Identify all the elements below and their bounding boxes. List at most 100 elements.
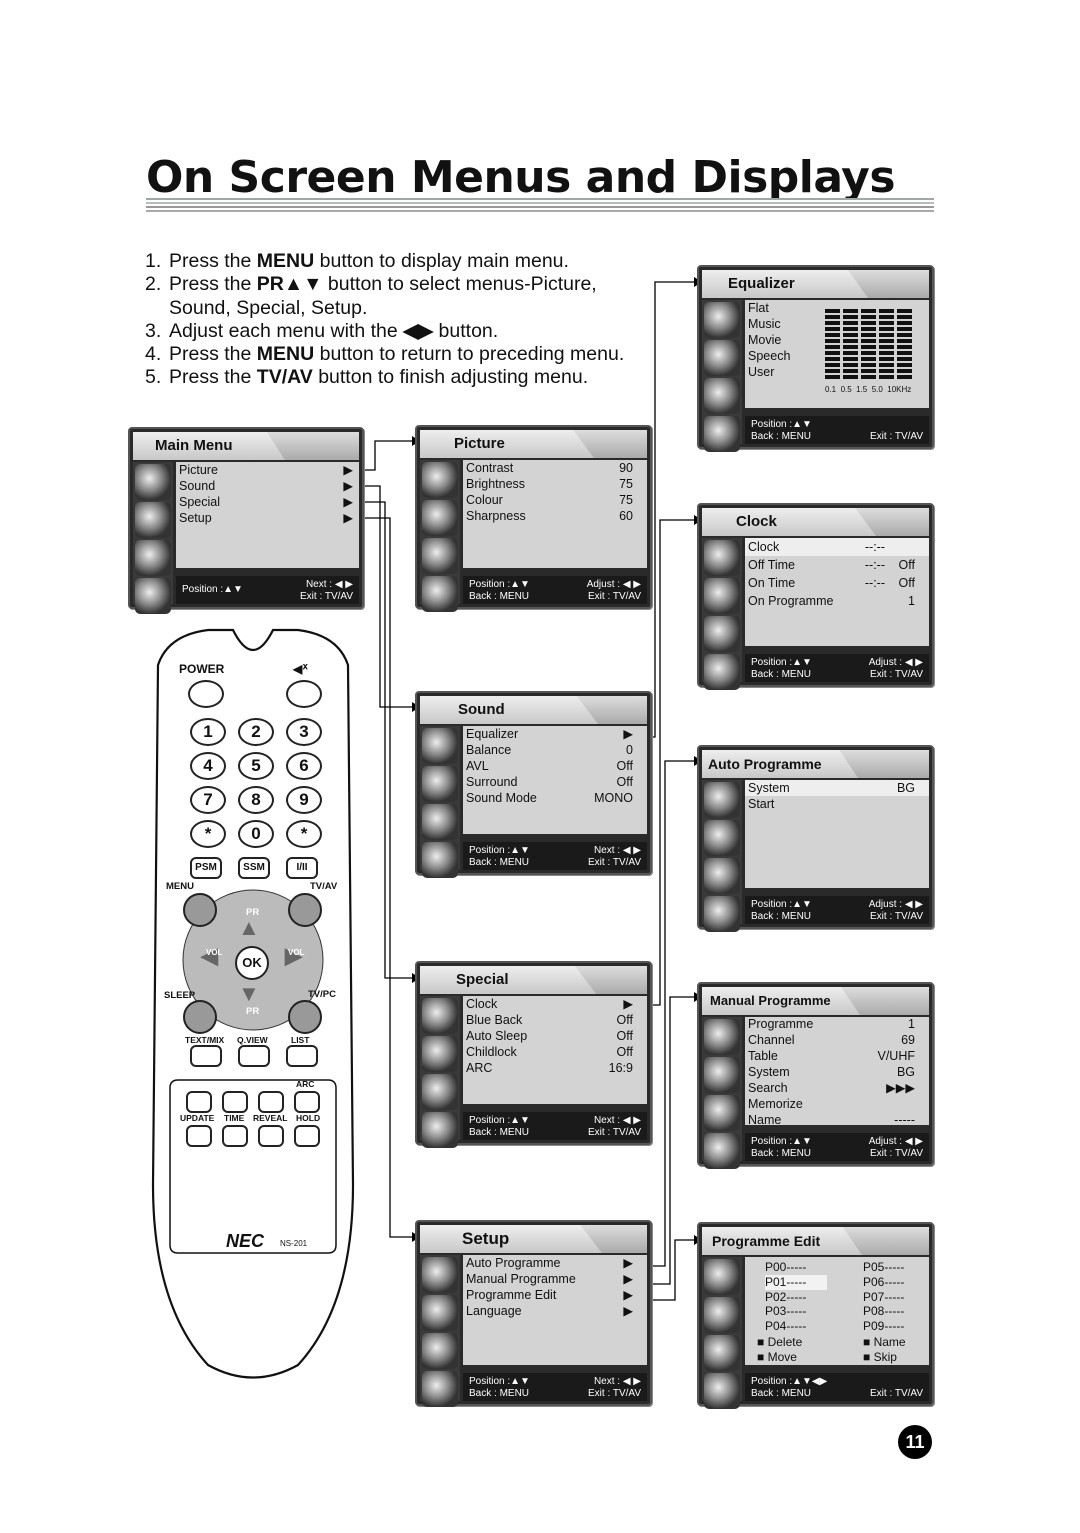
digit-button[interactable]: * — [190, 820, 226, 848]
menu-item[interactable]: Search▶▶▶ — [748, 1081, 915, 1095]
special-icon — [704, 1095, 740, 1131]
vol-up-button[interactable]: ▶ — [285, 943, 302, 968]
digit-button[interactable]: 3 — [286, 718, 322, 746]
digit-button[interactable]: 4 — [190, 752, 226, 780]
tvpc-button[interactable] — [288, 1000, 322, 1034]
menu-item[interactable]: Language▶ — [466, 1304, 633, 1318]
digit-button[interactable]: 1 — [190, 718, 226, 746]
vol-down-button[interactable]: ◀ — [201, 943, 218, 968]
digit-button[interactable]: 6 — [286, 752, 322, 780]
menu-item-picture[interactable]: Picture▶ — [179, 463, 353, 477]
programme-slot[interactable]: ■ Skip — [863, 1349, 897, 1364]
menu-button[interactable] — [183, 893, 217, 927]
hold-button[interactable] — [294, 1125, 320, 1147]
sound-mode-button[interactable]: I/II — [286, 857, 318, 879]
digit-button[interactable]: * — [286, 820, 322, 848]
menu-icons — [133, 462, 173, 614]
green-button[interactable] — [222, 1091, 248, 1113]
list-button[interactable] — [286, 1045, 318, 1067]
sleep-button[interactable] — [183, 1000, 217, 1034]
menu-item[interactable]: Programme Edit▶ — [466, 1288, 633, 1302]
eq-preset-item[interactable]: Speech — [748, 349, 791, 363]
eq-bar-segment — [825, 351, 840, 355]
pr-up-button[interactable]: ▲ — [238, 915, 260, 940]
update-button[interactable] — [186, 1125, 212, 1147]
tvav-button[interactable] — [288, 893, 322, 927]
menu-item[interactable]: Name----- — [748, 1113, 915, 1127]
eq-preset-item[interactable]: User — [748, 365, 775, 379]
programme-slot[interactable]: P09----- — [863, 1319, 905, 1334]
ssm-button[interactable]: SSM — [238, 857, 270, 879]
menu-item[interactable]: Clock▶ — [466, 997, 633, 1011]
mute-button[interactable] — [286, 680, 322, 708]
programme-slot[interactable]: P02----- — [765, 1289, 807, 1304]
menu-item-sound[interactable]: Sound▶ — [179, 479, 353, 493]
yellow-button[interactable] — [258, 1091, 284, 1113]
setup-icon — [422, 1112, 458, 1148]
programme-slot[interactable]: P04----- — [765, 1319, 807, 1334]
programme-slot[interactable]: ■ Move — [757, 1349, 797, 1364]
menu-item-special[interactable]: Special▶ — [179, 495, 353, 509]
power-button[interactable] — [188, 680, 224, 708]
arc-button[interactable] — [294, 1091, 320, 1113]
eq-bar-segment — [897, 369, 912, 373]
eq-preset-item[interactable]: Movie — [748, 333, 782, 347]
programme-slot[interactable]: ■ Name — [863, 1335, 906, 1349]
digit-button[interactable]: 7 — [190, 786, 226, 814]
psm-button[interactable]: PSM — [190, 857, 222, 879]
menu-item[interactable]: Equalizer▶ — [466, 727, 633, 741]
time-button[interactable] — [222, 1125, 248, 1147]
eq-preset-item[interactable]: Flat — [748, 301, 769, 315]
ok-button[interactable]: OK — [235, 946, 269, 980]
menu-item[interactable]: Clock--:-- — [745, 538, 929, 556]
eq-preset-item[interactable]: Music — [748, 317, 781, 331]
programme-slot[interactable]: P08----- — [863, 1304, 905, 1319]
programme-slot[interactable]: P03----- — [765, 1304, 807, 1319]
special-icon — [422, 1333, 458, 1369]
menu-item[interactable]: Start — [748, 797, 775, 811]
eq-bar-segment — [843, 309, 858, 313]
digit-button[interactable]: 5 — [238, 752, 274, 780]
programme-slot[interactable]: P05----- — [863, 1260, 905, 1274]
digit-button[interactable]: 2 — [238, 718, 274, 746]
menu-item[interactable]: Memorize — [748, 1097, 803, 1111]
digit-button[interactable]: 0 — [238, 820, 274, 848]
menu-item[interactable]: Off Time--:--Off — [748, 558, 915, 572]
menu-item[interactable]: Auto Programme▶ — [466, 1256, 633, 1270]
pr-down-button[interactable]: ▼ — [238, 981, 260, 1006]
digit-button[interactable]: 9 — [286, 786, 322, 814]
menu-item-setup[interactable]: Setup▶ — [179, 511, 353, 525]
programme-slot[interactable]: ■ Delete — [757, 1335, 803, 1349]
digit-button[interactable]: 8 — [238, 786, 274, 814]
textmix-button[interactable] — [190, 1045, 222, 1067]
red-button[interactable] — [186, 1091, 212, 1113]
menu-item[interactable]: On Time--:--Off — [748, 576, 915, 590]
programme-slot[interactable]: P01----- — [765, 1274, 827, 1290]
programme-slot[interactable]: P06----- — [863, 1274, 905, 1289]
setup-icon — [704, 654, 740, 690]
eq-bar-segment — [897, 321, 912, 325]
programme-slot[interactable]: P00----- — [765, 1260, 807, 1274]
programme-slot[interactable]: P07----- — [863, 1289, 905, 1304]
menu-item[interactable]: Manual Programme▶ — [466, 1272, 633, 1286]
qview-button[interactable] — [238, 1045, 270, 1067]
reveal-button[interactable] — [258, 1125, 284, 1147]
